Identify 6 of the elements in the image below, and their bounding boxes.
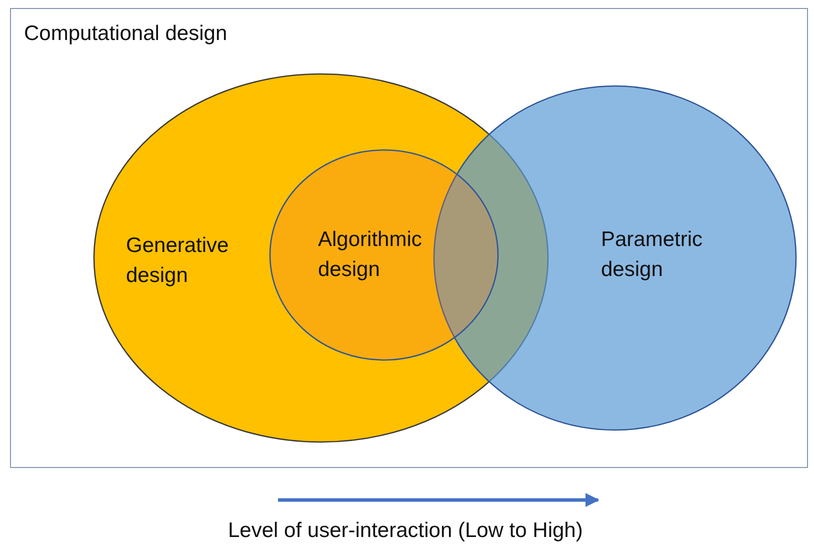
axis-caption: Level of user-interaction (Low to High): [228, 518, 583, 544]
title-text: Computational design: [24, 21, 228, 47]
set-label: Parametric design: [601, 227, 704, 283]
set-label: Generative design: [126, 233, 230, 289]
set-label: Algorithmic design: [318, 227, 423, 283]
frame-box: [10, 8, 808, 468]
